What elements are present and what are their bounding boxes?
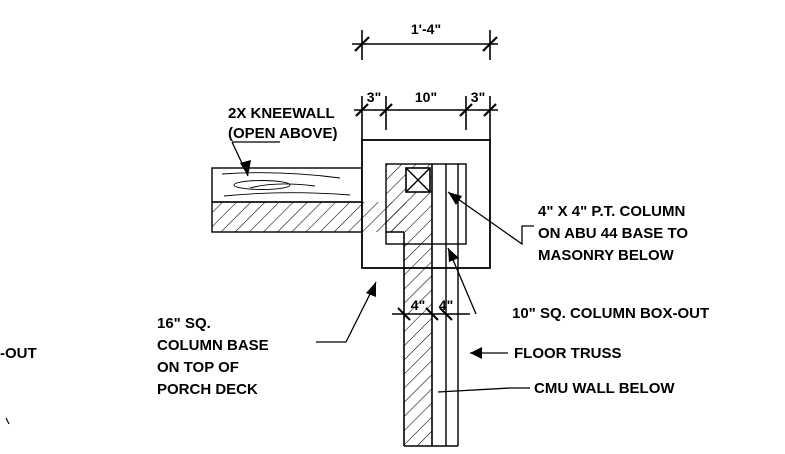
column-label-line2: ON ABU 44 BASE TO [538,225,688,242]
base-label-line2: COLUMN BASE [157,337,269,354]
kneewall [211,167,363,233]
overall-dimension-label: 1'-4" [411,21,441,37]
base-label-line1: 16" SQ. [157,315,211,332]
overall-dimension [352,30,498,60]
stray-mark [5,417,10,425]
column-label-line3: MASONRY BELOW [538,247,675,264]
right-margin-label: 3" [471,89,485,105]
base-label-line4: PORCH DECK [157,381,258,398]
kneewall-label-line2: (OPEN ABOVE) [228,125,337,142]
wall-right-label: 4" [439,297,453,313]
cut-off-label: -OUT [0,345,37,362]
kneewall-label-line1: 2X KNEEWALL [228,105,335,122]
cmu-wall-label: CMU WALL BELOW [534,380,675,397]
column-label-line1: 4" X 4" P.T. COLUMN [538,203,685,220]
leader-arrows [240,160,482,359]
left-margin-label: 3" [367,89,381,105]
floor-truss [432,164,459,447]
wall-left-label: 4" [411,297,425,313]
floor-truss-label: FLOOR TRUSS [514,345,622,362]
inner-dimension-label: 10" [415,89,437,105]
base-label-line3: ON TOP OF [157,359,239,376]
pt-column [405,167,431,193]
wall-dimension [392,307,470,321]
boxout-label: 10" SQ. COLUMN BOX-OUT [512,305,709,322]
sub-dimension [354,96,498,140]
